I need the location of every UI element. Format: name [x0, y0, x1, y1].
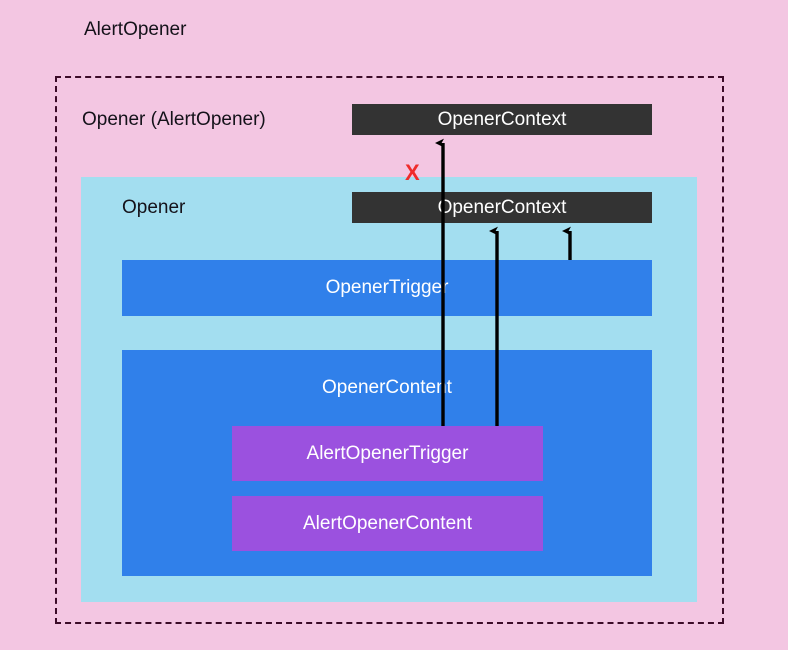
page-title: AlertOpener [84, 19, 187, 40]
label-opener: Opener [122, 197, 186, 218]
box-opener-content-label: OpenerContent [322, 377, 452, 398]
box-alert-opener-trigger: AlertOpenerTrigger [232, 426, 543, 481]
blocked-x-icon: X [405, 160, 420, 185]
box-opener-trigger: OpenerTrigger [122, 260, 652, 316]
box-alert-opener-content: AlertOpenerContent [232, 496, 543, 551]
context-box-inner: OpenerContext [352, 192, 652, 223]
context-box-outer: OpenerContext [352, 104, 652, 135]
label-opener-alertopener: Opener (AlertOpener) [82, 109, 266, 130]
dashed-container [55, 76, 724, 624]
